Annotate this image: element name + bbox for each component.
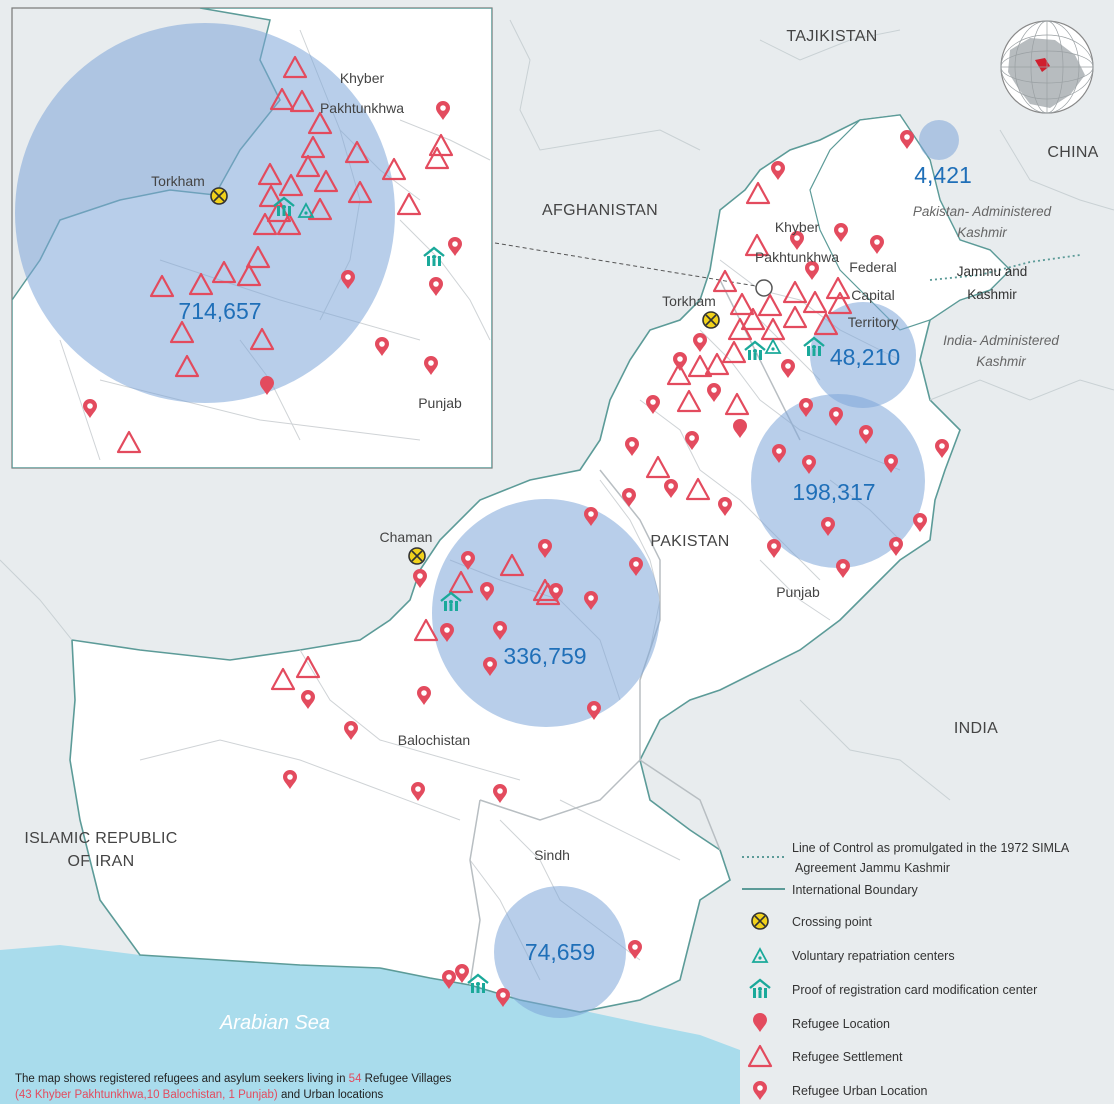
figure-balochistan: 336,759: [503, 643, 586, 669]
note-village-count: 54: [349, 1073, 362, 1085]
globe-locator: [1000, 20, 1094, 114]
figure-punjab: 198,317: [792, 479, 875, 505]
legend-vrc-label: Voluntary repatriation centers: [792, 949, 955, 963]
figure-ict: 48,210: [830, 344, 900, 370]
label-pakistan: PAKISTAN: [650, 533, 729, 550]
label-china: CHINA: [1047, 144, 1098, 161]
legend-crossing-symbol: [751, 912, 769, 930]
population-bubbles: [432, 120, 959, 1018]
legend-urban-label: Refugee Urban Location: [792, 1084, 928, 1098]
legend-loc-label-line2: Agreement Jammu Kashmir: [795, 861, 950, 875]
inset-label-torkham: Torkham: [151, 173, 205, 189]
label-pak-kashmir-line1: Pakistan- Administered: [913, 204, 1052, 219]
label-arabian-sea: Arabian Sea: [219, 1012, 330, 1034]
label-federal: Federal: [849, 259, 896, 275]
inset-label-punjab: Punjab: [418, 395, 462, 411]
legend-crossing-label: Crossing point: [792, 915, 872, 929]
crossing-chaman: [408, 547, 426, 565]
crossing-torkham: [702, 311, 720, 329]
bubble-pak-kashmir: [919, 120, 959, 160]
label-pak-kashmir-line2: Kashmir: [957, 225, 1007, 240]
legend-settlement-label: Refugee Settlement: [792, 1050, 903, 1064]
label-iran-line2: OF IRAN: [68, 853, 135, 870]
legend-loc-label-line1: Line of Control as promulgated in the 19…: [792, 841, 1070, 855]
bubble-kp-inset: [15, 23, 395, 403]
figure-sindh: 74,659: [525, 939, 595, 965]
bubble-balochistan: [432, 499, 660, 727]
legend: Line of Control as promulgated in the 19…: [742, 841, 1070, 1100]
label-sindh: Sindh: [534, 847, 570, 863]
legend-boundary-label: International Boundary: [792, 883, 919, 897]
label-tajikistan: TAJIKISTAN: [786, 28, 877, 45]
label-capital: Capital: [851, 287, 895, 303]
label-iran-line1: ISLAMIC REPUBLIC: [24, 830, 177, 847]
foreign-boundaries: [0, 19, 1114, 801]
label-punjab: Punjab: [776, 584, 820, 600]
label-afghanistan: AFGHANISTAN: [542, 202, 658, 219]
bubble-ict: [810, 302, 916, 408]
label-khyber: Khyber: [775, 219, 820, 235]
figure-kp-inset: 714,657: [178, 298, 261, 324]
note-breakdown: (43 Khyber Pakhtunkhwa,10 Balochistan, 1…: [15, 1089, 278, 1101]
label-india: INDIA: [954, 720, 998, 737]
arabian-sea: [0, 945, 740, 1104]
bubble-punjab: [751, 394, 925, 568]
label-jammu-kashmir-line1: Jammu and: [957, 264, 1028, 279]
line-of-control: [929, 254, 1081, 281]
label-jammu-kashmir-line2: Kashmir: [967, 287, 1017, 302]
inset-focus-circle: [755, 279, 773, 297]
inset-leader-line: [494, 242, 763, 288]
legend-location-label: Refugee Location: [792, 1017, 890, 1031]
note-line1: The map shows registered refugees and as…: [15, 1073, 452, 1085]
label-torkham: Torkham: [662, 293, 716, 309]
label-ind-kashmir-line2: Kashmir: [976, 354, 1026, 369]
legend-poc-label: Proof of registration card modification …: [792, 983, 1037, 997]
note-line2: (43 Khyber Pakhtunkhwa,10 Balochistan, 1…: [15, 1089, 383, 1101]
label-territory: Territory: [848, 314, 899, 330]
bubble-sindh: [494, 886, 626, 1018]
inset-label-pakhtunkhwa: Pakhtunkhwa: [320, 100, 404, 116]
label-ind-kashmir-line1: India- Administered: [943, 333, 1059, 348]
label-balochistan: Balochistan: [398, 732, 470, 748]
label-pakhtunkhwa: Pakhtunkhwa: [755, 249, 839, 265]
label-chaman: Chaman: [380, 529, 433, 545]
inset-label-khyber: Khyber: [340, 70, 385, 86]
figure-pak-kashmir: 4,421: [914, 162, 972, 188]
inset-map: Khyber Pakhtunkhwa Torkham Punjab 714,65…: [11, 7, 493, 469]
